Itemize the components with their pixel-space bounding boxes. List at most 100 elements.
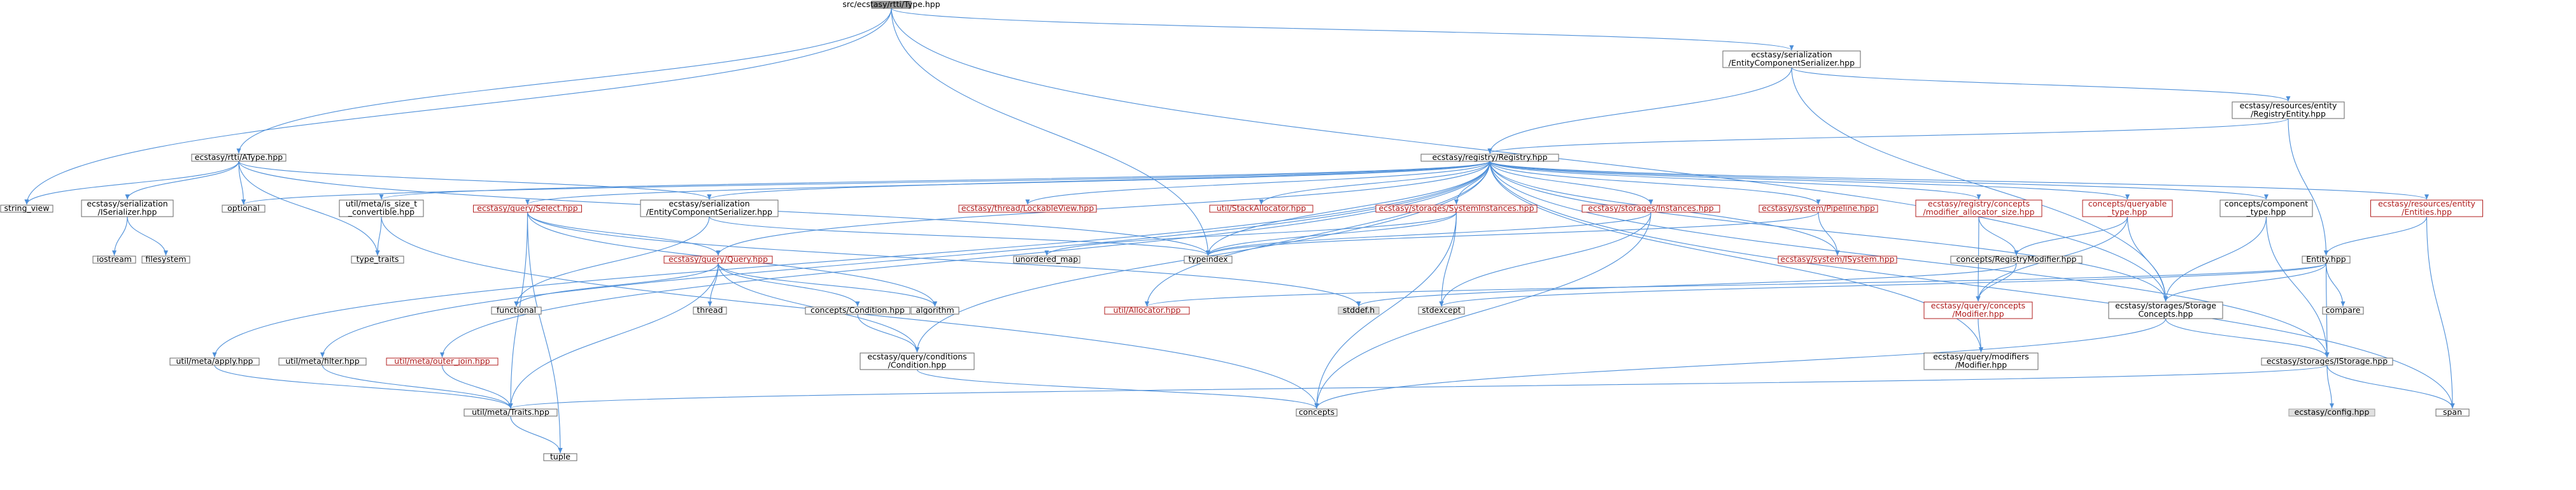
node-label: ecstasy/resources/entity [2378,199,2475,208]
node-label: util/StackAllocator.hpp [1217,203,1306,213]
edge-registry-to-q-modifiers [1489,161,1983,353]
graph-node-filter[interactable]: util/meta/filter.hpp [278,356,367,366]
graph-node-optional[interactable]: optional [222,203,265,213]
node-box [141,256,190,264]
edge-registry-to-filter [320,161,1490,358]
node-box [2302,256,2351,264]
graph-node-istorage[interactable]: ecstasy/storages/IStorage.hpp [2261,356,2393,366]
graph-node-mod-alloc[interactable]: ecstasy/registry/concepts/modifier_alloc… [1915,199,2042,217]
edge-ser-ecs-to-storage-concepts [1791,67,2168,302]
graph-node-tuple[interactable]: tuple [543,452,577,461]
edge-cond-hpp-to-conditions [857,313,919,353]
graph-node-serializer[interactable]: ecstasy/serialization/ISerializer.hpp [81,199,174,217]
graph-node-q-modifiers[interactable]: ecstasy/query/modifiers/Modifier.hpp [1923,352,2039,370]
graph-node-ser-ecs2[interactable]: ecstasy/serialization/EntityComponentSer… [640,199,779,217]
node-label: string_view [4,203,50,213]
graph-node-stack-alloc[interactable]: util/StackAllocator.hpp [1209,203,1313,213]
graph-node-functional[interactable]: functional [491,305,542,315]
graph-node-select[interactable]: ecstasy/query/Select.hpp [473,203,582,213]
graph-node-conditions[interactable]: ecstasy/query/conditions/Condition.hpp [860,352,975,370]
edge-registry-to-queryable [1489,161,2130,200]
graph-node-queryable[interactable]: concepts/queryable_type.hpp [2082,199,2173,217]
graph-node-span[interactable]: span [2435,407,2470,417]
graph-node-filesystem[interactable]: filesystem [141,254,190,264]
graph-node-isystem[interactable]: ecstasy/system/ISystem.hpp [1778,254,1897,264]
node-box [1778,256,1897,264]
node-box [2261,357,2393,366]
edge-sys-inst-to-typeindex [1206,212,1457,256]
node-label: stdexcept [1422,305,1461,315]
graph-node-traits[interactable]: util/meta/Traits.hpp [464,407,558,417]
graph-node-lockable[interactable]: ecstasy/thread/LockableView.hpp [958,203,1097,213]
graph-node-pipeline[interactable]: ecstasy/system/Pipeline.hpp [1759,203,1878,213]
graph-node-typeindex[interactable]: typeindex [1184,254,1233,264]
graph-node-type-traits[interactable]: type_traits [351,254,404,264]
edge-reg-entity-to-registry [1487,118,2289,154]
edge-atype-to-type-traits [238,161,380,256]
edge-atype-to-serializer [125,161,239,200]
node-box [1722,50,1861,68]
graph-node-query[interactable]: ecstasy/query/Query.hpp [663,254,773,264]
graph-node-unordered-map[interactable]: unordered_map [1013,254,1080,264]
graph-node-reg-entity[interactable]: ecstasy/resources/entity/RegistryEntity.… [2232,101,2345,119]
graph-node-entity-hpp[interactable]: Entity.hpp [2302,254,2351,264]
graph-node-compare[interactable]: compare [2322,305,2364,315]
edge-registry-to-entities [1489,161,2429,200]
node-label: util/meta/apply.hpp [176,356,253,366]
node-box [1923,301,2033,319]
graph-node-config[interactable]: ecstasy/config.hpp [2288,407,2375,417]
graph-node-iostream[interactable]: iostream [92,254,136,264]
graph-node-sys-inst[interactable]: ecstasy/storages/SystemInstances.hpp [1375,203,1538,213]
node-label: thread [697,305,723,315]
graph-node-outer-join[interactable]: util/meta/outer_join.hpp [386,356,499,366]
graph-node-instances[interactable]: ecstasy/storages/Instances.hpp [1582,203,1720,213]
node-box [1338,306,1380,315]
edge-registry-to-typeindex [1206,161,1490,256]
graph-node-concepts[interactable]: concepts [1296,407,1338,417]
edge-entities-to-span [2426,216,2455,409]
graph-node-ser-ecs[interactable]: ecstasy/serialization/EntityComponentSer… [1722,50,1861,68]
nodes-layer: src/ecstasy/rtti/Type.hpp ecstasy/seriali… [0,0,2483,461]
graph-node-entities[interactable]: ecstasy/resources/entity/Entities.hpp [2370,199,2483,217]
node-box [640,199,779,217]
node-label: /Modifier.hpp [1952,309,2004,319]
edge-queryable-to-reg-modifier [2014,216,2128,256]
graph-node-allocator[interactable]: util/Allocator.hpp [1104,305,1190,315]
node-box [2435,408,2470,417]
edge-mod-alloc-to-reg-modifier [1978,216,2019,256]
graph-node-q-modifier[interactable]: ecstasy/query/concepts/Modifier.hpp [1923,301,2033,319]
edge-instances-to-concepts [1314,212,1652,409]
node-label: ecstasy/storages/SystemInstances.hpp [1378,203,1534,213]
graph-node-atype[interactable]: ecstasy/rtti/AType.hpp [191,152,287,162]
graph-node-reg-modifier[interactable]: concepts/RegistryModifier.hpp [1950,254,2083,264]
edge-entity-hpp-to-allocator [1145,263,2327,307]
edge-registry-to-storage-concepts [1489,161,2168,302]
node-box [1104,306,1190,315]
graph-node-registry[interactable]: ecstasy/registry/Registry.hpp [1420,152,1559,162]
graph-node-comp-type[interactable]: concepts/component_type.hpp [2219,199,2313,217]
graph-node-cond-hpp[interactable]: concepts/Condition.hpp [805,305,910,315]
node-label: compare [2326,305,2361,315]
graph-node-root[interactable]: src/ecstasy/rtti/Type.hpp [842,0,940,9]
graph-node-algorithm[interactable]: algorithm [910,305,959,315]
node-box [2219,199,2313,217]
edge-registry-to-lockable [1025,161,1490,205]
graph-node-is-size-t[interactable]: util/meta/is_size_t_convertible.hpp [339,199,424,217]
node-box [1950,256,2083,264]
edge-ser-ecs2-to-typeindex [709,216,1210,256]
node-label: unordered_map [1016,254,1079,264]
graph-node-thread[interactable]: thread [693,305,727,315]
edge-atype-to-optional [238,161,246,205]
graph-node-stddef[interactable]: stddef.h [1338,305,1380,315]
node-label: /EntityComponentSerializer.hpp [646,207,772,217]
node-label: ecstasy/storages/IStorage.hpp [2267,356,2388,366]
edge-registry-to-is-size-t [379,161,1490,200]
graph-node-stdexcept[interactable]: stdexcept [1418,305,1465,315]
graph-node-string-view[interactable]: string_view [0,203,53,213]
node-box [1582,205,1720,213]
node-label: ecstasy/query/concepts [1931,301,2025,310]
node-label: ecstasy/query/conditions [867,352,966,361]
graph-node-apply[interactable]: util/meta/apply.hpp [169,356,260,366]
